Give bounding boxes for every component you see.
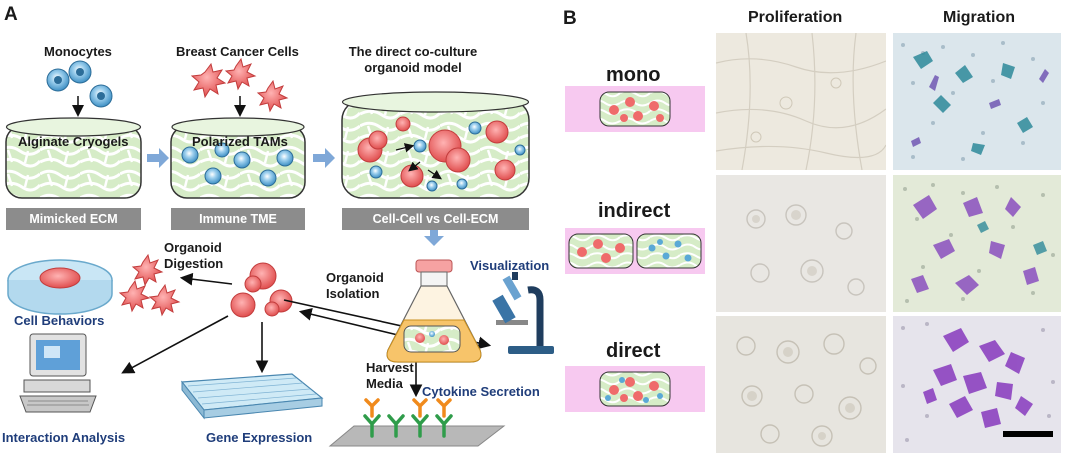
interaction-analysis-label: Interaction Analysis (2, 430, 126, 445)
polarized-tams-label: Polarized TAMs (192, 134, 288, 149)
alginate-cryogels-label: Alginate Cryogels (18, 134, 129, 149)
monocyte-cells (46, 60, 113, 108)
immune-tme-bar: Immune TME (171, 208, 305, 230)
monocytes-label: Monocytes (44, 44, 112, 59)
proliferation-direct-image (716, 316, 886, 453)
panel-b-letter: B (563, 8, 577, 29)
scale-bar (1003, 431, 1053, 437)
harvest-media-label: Harvest Media (366, 360, 414, 391)
schematic-mono (565, 86, 705, 132)
visualization-label: Visualization (470, 258, 550, 273)
row-label-mono: mono (606, 64, 661, 86)
proliferation-mono-image (716, 33, 886, 170)
condition-schematics (565, 86, 705, 412)
migration-direct-image (893, 316, 1061, 453)
breast-cancer-cells (190, 57, 289, 113)
organoid-model-title: The direct co-culture organoid model (348, 44, 478, 75)
gene-expression-label: Gene Expression (206, 430, 313, 445)
computer-illustration (19, 333, 97, 413)
mimicked-ecm-bar: Mimicked ECM (6, 208, 141, 230)
migration-mono-image (893, 33, 1061, 170)
panel-a-letter: A (4, 4, 18, 25)
cell-cell-vs-cell-ecm-bar: Cell-Cell vs Cell-ECM (342, 208, 529, 230)
digested-cells (118, 253, 181, 317)
microscope-illustration (492, 272, 554, 354)
breast-cancer-cells-label: Breast Cancer Cells (176, 44, 299, 59)
row-label-indirect: indirect (598, 200, 671, 222)
step-arrows (147, 148, 444, 246)
schematic-direct (565, 366, 705, 412)
organoid-clusters (230, 262, 293, 318)
row-label-direct: direct (606, 340, 661, 362)
proliferation-column-header: Proliferation (748, 9, 843, 26)
migration-column-header: Migration (943, 9, 1015, 26)
polarized-tams-box (170, 117, 306, 199)
proliferation-indirect-image (716, 175, 886, 312)
schematic-indirect (565, 228, 705, 274)
organoid-isolation-label: Organoid Isolation (326, 270, 384, 301)
well-plate-illustration (180, 373, 324, 420)
organoid-digestion-label: Organoid Digestion (164, 240, 224, 271)
culture-flask (386, 259, 482, 363)
petri-dish-illustration (7, 259, 113, 315)
cell-behaviors-label: Cell Behaviors (14, 313, 105, 328)
cytokine-plate-illustration (328, 398, 506, 447)
panel-a-diagram (5, 57, 554, 447)
migration-indirect-image (893, 175, 1061, 312)
alginate-cryogel-box (5, 117, 142, 199)
co-culture-organoid-box (341, 91, 530, 199)
cytokine-secretion-label: Cytokine Secretion (422, 384, 540, 399)
